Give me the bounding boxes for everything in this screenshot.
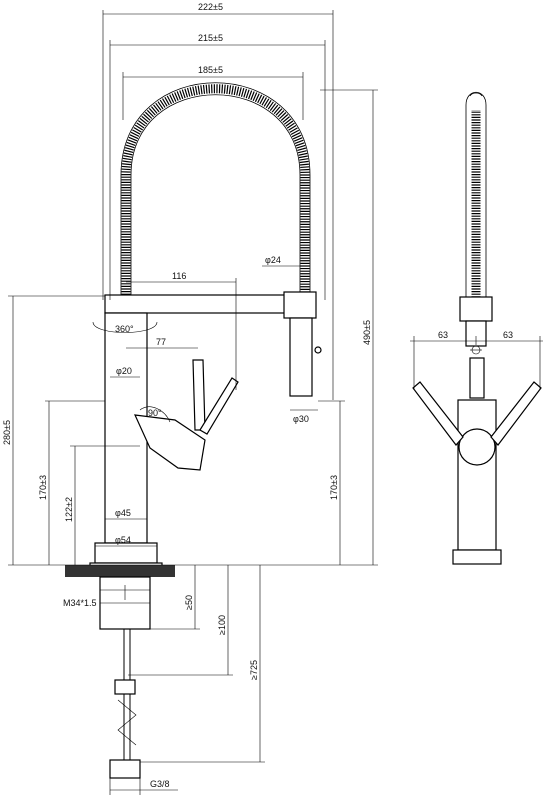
dim-handle-offset: 77	[156, 337, 166, 347]
dim-height-spout: 280±5	[2, 420, 12, 445]
dim-spout-length: 116	[172, 271, 186, 281]
dim-shank-min-2: ≥100	[217, 615, 227, 635]
dim-rotation: 360°	[115, 324, 134, 334]
dim-handle-angle: 90°	[148, 408, 162, 418]
side-handle-hub	[458, 428, 496, 466]
dim-height-total: 490±5	[362, 320, 372, 345]
dim-hose-min: ≥725	[249, 660, 259, 680]
dim-spray-head-dia: φ30	[293, 414, 309, 424]
faucet-body	[104, 312, 148, 544]
dim-top-width-3: 185±5	[198, 65, 223, 75]
spring-hose	[121, 84, 310, 300]
dim-height-body-right: 170±3	[329, 475, 339, 500]
countertop	[65, 565, 175, 577]
front-view: 222±5 215±5 185±5 116 φ24 φ30 360° 77 φ2…	[2, 2, 378, 795]
handle-hub	[134, 414, 206, 471]
dim-height-lever: 122±2	[64, 497, 74, 522]
side-faucet-body	[457, 399, 497, 551]
dim-thread: M34*1.5	[63, 598, 97, 608]
dim-side-left: 63	[438, 330, 448, 340]
dim-base-dia-1: φ45	[115, 508, 131, 518]
dim-top-width-2: 215±5	[198, 33, 223, 43]
dim-side-right: 63	[503, 330, 513, 340]
dim-hose-dia: φ24	[265, 255, 281, 265]
dim-height-body-left: 170±3	[38, 475, 48, 500]
spout-arm	[104, 294, 291, 314]
dim-top-width-1: 222±5	[198, 2, 223, 12]
lever-handle	[192, 359, 206, 431]
dim-inlet: G3/8	[150, 779, 170, 789]
dim-stem-dia: φ20	[116, 366, 132, 376]
side-spout-holder	[459, 296, 493, 322]
dim-shank-min: ≥50	[184, 595, 194, 610]
spray-head	[289, 317, 313, 397]
side-view: 63 63	[410, 91, 543, 565]
dim-base-dia-2: φ54	[115, 535, 131, 545]
